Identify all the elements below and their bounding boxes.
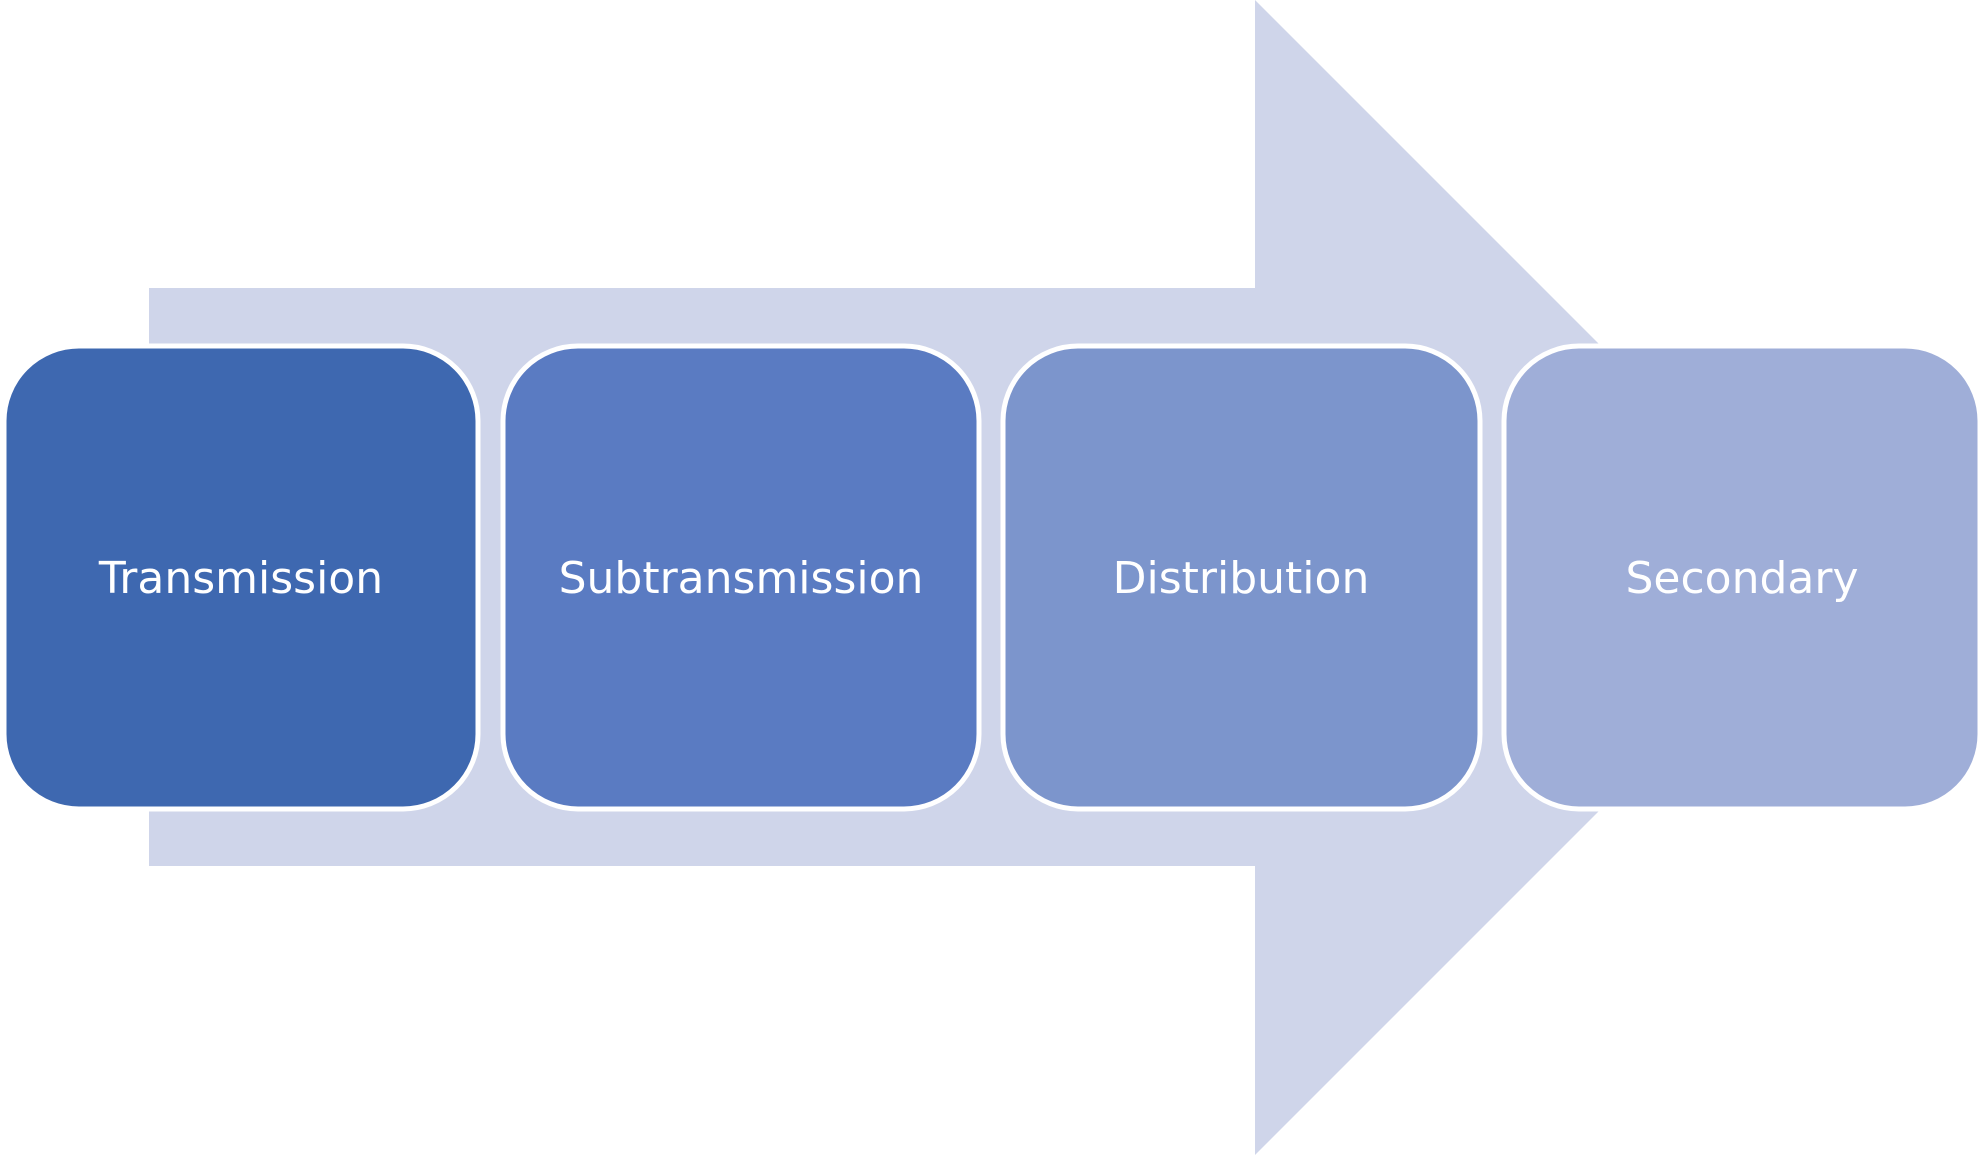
step-box-shape xyxy=(500,343,982,812)
step-box-secondary: Secondary xyxy=(1501,343,1983,812)
step-label-subtransmission: Subtransmission xyxy=(559,553,924,604)
step-box-shape xyxy=(1501,343,1983,812)
step-label-transmission: Transmission xyxy=(98,553,383,604)
step-box-subtransmission: Subtransmission xyxy=(500,343,982,812)
step-box-shape xyxy=(1000,343,1483,812)
step-box-transmission: Transmission xyxy=(1,343,481,812)
step-box-distribution: Distribution xyxy=(1000,343,1483,812)
step-label-secondary: Secondary xyxy=(1625,553,1858,604)
step-label-distribution: Distribution xyxy=(1113,553,1370,604)
step-box-shape xyxy=(1,343,481,812)
